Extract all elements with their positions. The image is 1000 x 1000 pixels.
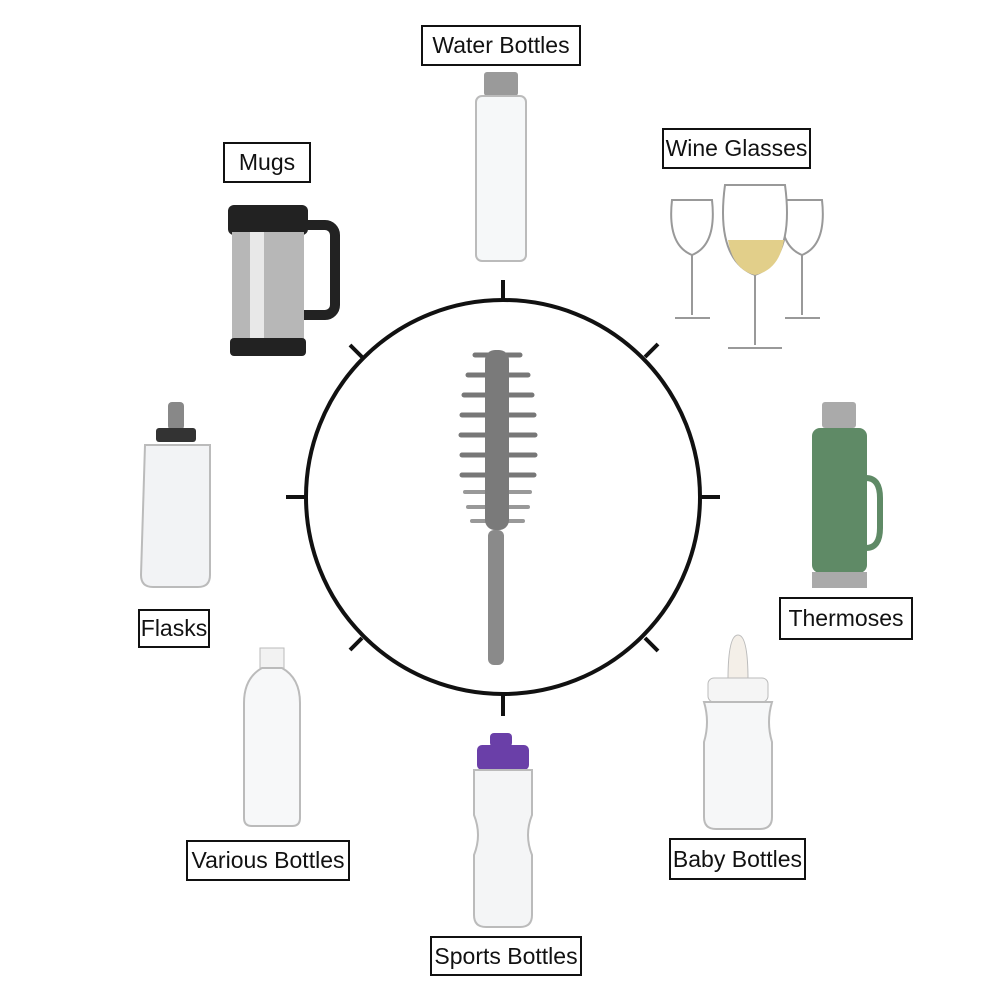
various-bottle-image — [243, 647, 301, 827]
flask-image — [139, 402, 211, 588]
mug-image — [228, 205, 340, 356]
water-bottle-image — [475, 72, 527, 262]
label-mugs: Mugs — [223, 142, 311, 183]
label-flasks: Flasks — [138, 609, 210, 648]
wine-glasses-image — [670, 184, 824, 349]
baby-bottle-image — [702, 634, 774, 830]
center-circle — [286, 280, 720, 716]
label-various-bottles: Various Bottles — [186, 840, 350, 881]
label-water-bottles: Water Bottles — [421, 25, 581, 66]
label-wine-glasses: Wine Glasses — [662, 128, 811, 169]
bottle-brush-image — [458, 350, 538, 665]
label-thermoses: Thermoses — [779, 597, 913, 640]
label-baby-bottles: Baby Bottles — [669, 838, 806, 880]
sports-bottle-image — [473, 733, 533, 928]
label-sports-bottles: Sports Bottles — [430, 936, 582, 976]
thermos-image — [812, 402, 883, 588]
circle-ticks — [286, 280, 720, 716]
